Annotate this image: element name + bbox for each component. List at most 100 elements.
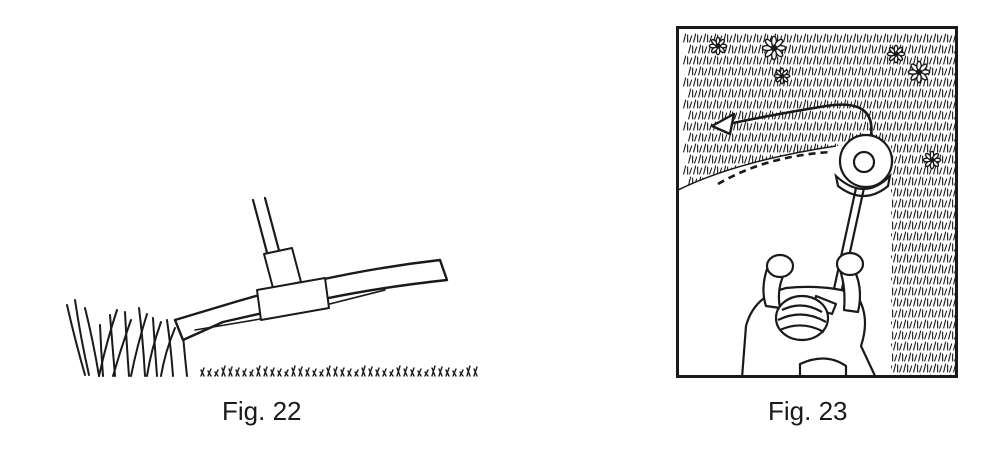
grass-tuft	[928, 264, 938, 274]
grass-tuft	[818, 44, 828, 54]
grass-tuft	[938, 110, 948, 120]
grass-stub	[368, 366, 373, 377]
grass-tuft	[943, 121, 953, 131]
grass-tuft	[898, 330, 908, 340]
grass-tuft	[903, 231, 913, 241]
grass-tuft	[828, 66, 838, 76]
grass-tuft	[943, 33, 953, 43]
grass-tuft	[688, 132, 698, 142]
grass-tuft	[733, 55, 743, 65]
grass-tuft	[823, 55, 833, 65]
grass-tuft	[833, 121, 843, 131]
grass-tuft	[683, 143, 693, 153]
grass-tuft	[763, 99, 773, 109]
grass-tuft	[863, 99, 873, 109]
grass-tuft	[698, 88, 708, 98]
flower	[761, 35, 787, 61]
grass-tuft	[893, 209, 903, 219]
grass-tuft	[903, 77, 913, 87]
grass-stub	[403, 366, 408, 377]
grass-tuft	[813, 121, 823, 131]
grass-tuft	[943, 187, 953, 197]
grass-tuft	[933, 187, 943, 197]
grass-tuft	[943, 363, 953, 373]
grass-tuft	[843, 121, 853, 131]
grass-tuft	[723, 77, 733, 87]
grass-tuft	[933, 121, 943, 131]
grass-tuft	[913, 341, 923, 351]
grass-tuft	[768, 66, 778, 76]
grass-tuft	[868, 88, 878, 98]
grass-tuft	[878, 66, 888, 76]
cut-grass-texture	[200, 365, 478, 377]
grass-tuft	[693, 143, 703, 153]
grass-tuft	[933, 231, 943, 241]
grass-stub	[305, 367, 310, 377]
grass-tuft	[738, 110, 748, 120]
grass-tuft	[693, 55, 703, 65]
grass-tuft	[833, 77, 843, 87]
grass-stub	[361, 365, 366, 377]
grass-tuft	[898, 220, 908, 230]
grass-tuft	[883, 33, 893, 43]
flower	[907, 60, 931, 84]
grass-tuft	[913, 143, 923, 153]
grass-stub	[354, 369, 359, 377]
grass-tuft	[913, 121, 923, 131]
grass-tuft	[893, 143, 903, 153]
grass-tuft	[793, 99, 803, 109]
grass-tuft	[913, 209, 923, 219]
grass-tuft	[683, 77, 693, 87]
grass-tuft	[703, 77, 713, 87]
grass-tuft	[928, 88, 938, 98]
grass-tuft	[818, 66, 828, 76]
grass-tuft	[798, 132, 808, 142]
grass-tuft	[788, 44, 798, 54]
grass-tuft	[933, 275, 943, 285]
grass-tuft	[783, 55, 793, 65]
flower	[708, 36, 728, 56]
figure-23	[676, 26, 958, 378]
grass-tuft	[913, 319, 923, 329]
grass-tuft	[918, 198, 928, 208]
grass-tuft	[708, 110, 718, 120]
grass-tuft	[878, 44, 888, 54]
grass-tuft	[903, 33, 913, 43]
grass-tuft	[738, 154, 748, 164]
grass-tuft	[683, 55, 693, 65]
grass-tuft	[683, 165, 693, 175]
grass-tuft	[828, 110, 838, 120]
grass-tuft	[703, 33, 713, 43]
grass-tuft	[943, 55, 953, 65]
grass-tuft	[908, 154, 918, 164]
grass-tuft	[898, 198, 908, 208]
grass-tuft	[828, 44, 838, 54]
grass-tuft	[938, 242, 948, 252]
grass-tuft	[868, 66, 878, 76]
grass-tuft	[918, 44, 928, 54]
grass-tuft	[743, 33, 753, 43]
grass-tuft	[753, 143, 763, 153]
trimmer-coupling	[263, 247, 302, 289]
grass-tuft	[893, 275, 903, 285]
grass-tuft	[718, 132, 728, 142]
grass-tuft	[908, 110, 918, 120]
fig22-caption: Fig. 22	[222, 396, 302, 426]
grass-tuft	[893, 99, 903, 109]
grass-tuft	[938, 198, 948, 208]
grass-tuft	[908, 132, 918, 142]
grass-tuft	[873, 33, 883, 43]
grass-tuft	[903, 297, 913, 307]
grass-tuft	[848, 110, 858, 120]
grass-tuft	[858, 66, 868, 76]
grass-tuft	[928, 330, 938, 340]
grass-tuft	[913, 297, 923, 307]
grass-tuft	[858, 44, 868, 54]
grass-tuft	[943, 319, 953, 329]
grass-stub	[333, 366, 338, 377]
grass-tuft	[908, 88, 918, 98]
grass-tuft	[693, 77, 703, 87]
grass-tuft	[768, 88, 778, 98]
grass-tuft	[743, 143, 753, 153]
flower	[922, 150, 942, 170]
